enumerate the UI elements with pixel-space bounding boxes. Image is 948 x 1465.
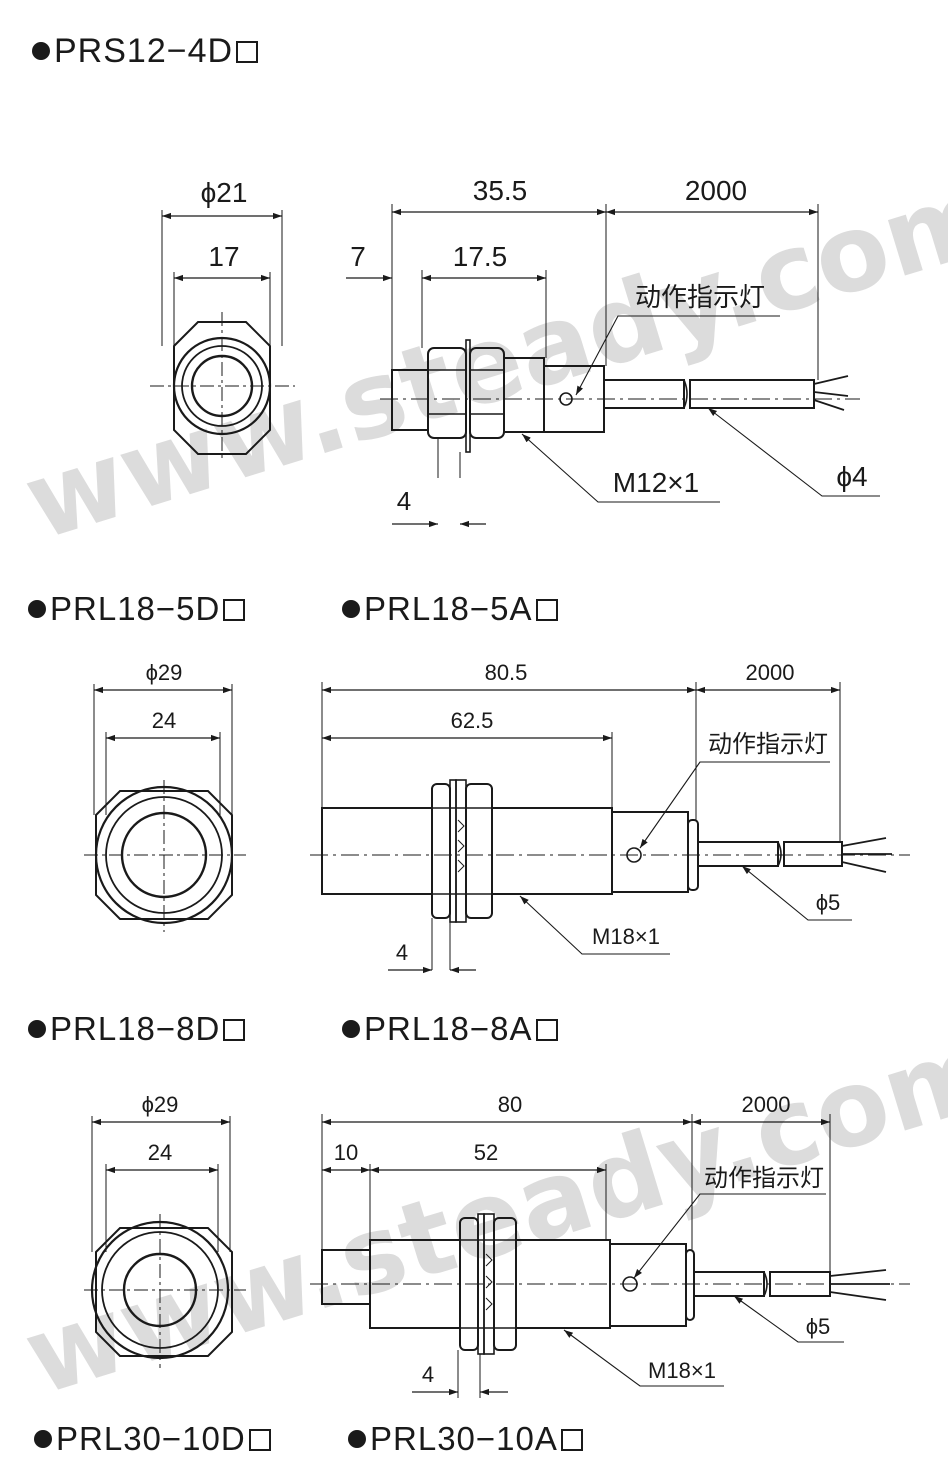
- model-title-prs12: PRS12−4D: [32, 32, 259, 71]
- bullet-icon: [342, 600, 360, 618]
- thread-spec: M12×1: [613, 467, 699, 498]
- dim-text-length: 35.5: [473, 175, 528, 206]
- leader-cable: [741, 865, 852, 921]
- led-label: 动作指示灯: [635, 282, 765, 312]
- checkbox-square-icon: [560, 1429, 583, 1451]
- dim-text-thread: 17.5: [453, 241, 508, 272]
- leader-led: [575, 315, 780, 396]
- side-view-prs12: [380, 339, 860, 453]
- front-view-prl18-8: [84, 1214, 246, 1368]
- checkbox-square-icon: [236, 41, 259, 63]
- dim-text-hex: 24: [148, 1140, 172, 1165]
- bullet-icon: [342, 1020, 360, 1038]
- model-title-prl18-5d: PRL18−5D: [28, 590, 246, 628]
- dim-text-diameter: ϕ29: [146, 660, 183, 685]
- side-view-prl18-5: [310, 779, 910, 923]
- led-label: 动作指示灯: [704, 1165, 824, 1192]
- led-label: 动作指示灯: [708, 731, 828, 758]
- model-title-text: PRL18−5A: [364, 590, 533, 627]
- dim-text-cable: 2000: [746, 660, 795, 685]
- dim-text-diameter: ϕ21: [201, 177, 248, 208]
- dim-text-cable: 2000: [742, 1092, 791, 1117]
- bullet-icon: [28, 600, 46, 618]
- leader-thread: [521, 433, 720, 503]
- bullet-icon: [348, 1430, 366, 1448]
- model-title-prl18-5a: PRL18−5A: [342, 590, 558, 628]
- dim-text-thread: 62.5: [451, 708, 494, 733]
- model-title-prl18-8d: PRL18−8D: [28, 1010, 246, 1048]
- dim-text-length: 80.5: [485, 660, 528, 685]
- leader-cable: [707, 407, 880, 497]
- model-title-prl18-8a: PRL18−8A: [342, 1010, 558, 1048]
- watermark-top: www.steady.com: [11, 152, 948, 564]
- dim-text-hex: 24: [152, 708, 176, 733]
- dim-text-nut: 4: [422, 1362, 434, 1387]
- dim-text-nut: 4: [396, 940, 408, 965]
- dim-text-nut: 4: [397, 486, 411, 516]
- model-title-text: PRL30−10D: [56, 1420, 246, 1457]
- cable-diameter: ϕ4: [836, 461, 867, 492]
- model-title-text: PRL18−8D: [50, 1010, 221, 1047]
- leader-cable: [733, 1295, 844, 1343]
- model-title-prl30-10d: PRL30−10D: [34, 1420, 271, 1458]
- model-title-text: PRL18−5D: [50, 590, 221, 627]
- dim-text-cable: 2000: [685, 175, 747, 206]
- checkbox-square-icon: [248, 1429, 271, 1451]
- bullet-icon: [32, 42, 50, 60]
- model-title-text: PRL18−8A: [364, 1010, 533, 1047]
- bullet-icon: [28, 1020, 46, 1038]
- leader-thread: [519, 895, 670, 955]
- dim-text-nose: 10: [334, 1140, 358, 1165]
- cable-diameter: ϕ5: [806, 1314, 831, 1339]
- thread-spec: M18×1: [592, 924, 660, 949]
- thread-spec: M18×1: [648, 1358, 716, 1383]
- checkbox-square-icon: [535, 1019, 558, 1041]
- dim-text-length: 80: [498, 1092, 522, 1117]
- model-title-prl30-10a: PRL30−10A: [348, 1420, 583, 1458]
- model-title-text: PRL30−10A: [370, 1420, 558, 1457]
- checkbox-square-icon: [535, 599, 558, 621]
- checkbox-square-icon: [223, 1019, 246, 1041]
- dim-text-nose: 7: [350, 241, 366, 272]
- bullet-icon: [34, 1430, 52, 1448]
- leader-led: [639, 761, 830, 849]
- checkbox-square-icon: [223, 599, 246, 621]
- front-view-prs12: [150, 312, 295, 460]
- front-view-prl18-5: [84, 780, 246, 932]
- side-view-prl18-8: [310, 1213, 910, 1355]
- model-title-text: PRS12−4D: [54, 32, 234, 70]
- dim-text-hex: 17: [208, 241, 239, 272]
- dim-text-diameter: ϕ29: [142, 1092, 179, 1117]
- leader-led: [633, 1193, 826, 1279]
- leader-thread: [563, 1329, 724, 1387]
- cable-diameter: ϕ5: [816, 890, 841, 915]
- dim-text-thread: 52: [474, 1140, 498, 1165]
